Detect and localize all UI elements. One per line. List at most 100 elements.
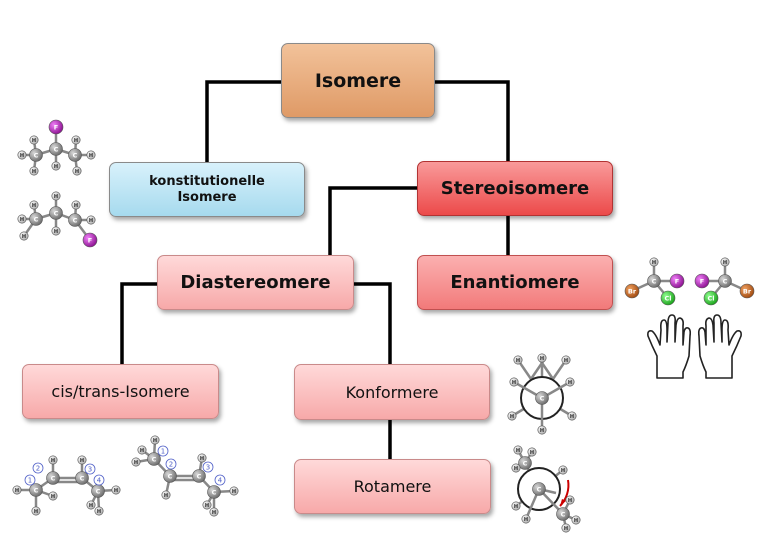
hydrogen-atom — [513, 355, 523, 365]
carbon-number-label: 1 — [161, 448, 165, 456]
carbon-atom-label: C — [51, 475, 56, 483]
chirality-hands — [647, 314, 742, 379]
chlorine-atom — [703, 290, 719, 306]
node-konformere-label: Konformere — [345, 382, 439, 402]
fluorine-atom — [82, 232, 98, 248]
hydrogen-atom — [19, 231, 29, 241]
carbon-atom — [535, 391, 549, 405]
carbon-atom — [46, 471, 60, 485]
carbon-atom — [49, 206, 63, 220]
connector-isomere-konstitutionelle — [205, 80, 281, 162]
rotation-arrowhead-icon — [560, 499, 566, 506]
connector-isomere-stereoisomere — [435, 80, 510, 161]
node-rotamere[interactable]: Rotamere — [294, 459, 491, 514]
carbon-atom-label: C — [73, 217, 78, 225]
hydrogen-atom-label: H — [54, 194, 58, 200]
hydrogen-atom-label: H — [510, 414, 514, 420]
carbon-atom — [68, 148, 82, 162]
carbon-atom-label: C — [561, 511, 566, 519]
carbon-atom — [29, 148, 43, 162]
hydrogen-atom — [48, 491, 58, 501]
carbon-atom — [29, 483, 43, 497]
hydrogen-atom — [565, 377, 575, 387]
fluorine-atom-label: F — [700, 278, 704, 286]
hydrogen-atom-label: H — [574, 518, 578, 524]
carbon-atom-label: C — [652, 278, 657, 286]
hydrogen-atom — [17, 214, 27, 224]
hydrogen-atom-label: H — [89, 503, 93, 509]
fluorine-atom-label: F — [88, 237, 92, 245]
carbon-atom-label: C — [197, 473, 202, 481]
hydrogen-atom — [507, 411, 517, 421]
connectors — [120, 80, 510, 459]
carbon-number-label: 1 — [28, 477, 32, 485]
carbon-atom — [29, 212, 43, 226]
carbon-atom-label: C — [80, 475, 85, 483]
node-stereoisomere[interactable]: Stereoisomere — [417, 161, 613, 216]
hydrogen-atom-label: H — [570, 414, 574, 420]
carbon-atom-label: C — [54, 146, 59, 154]
hydrogen-atom-label: H — [512, 380, 516, 386]
carbon-atom-label: C — [34, 487, 39, 495]
fluorine-atom — [694, 273, 710, 289]
hydrogen-atom — [86, 150, 96, 160]
hydrogen-atom — [521, 514, 531, 524]
hydrogen-atom-label: H — [516, 448, 520, 454]
carbon-atom-label: C — [34, 216, 39, 224]
carbon-atom — [518, 456, 532, 470]
carbon-number-ring — [157, 445, 169, 457]
hydrogen-atom — [17, 150, 27, 160]
carbon-atom — [163, 469, 177, 483]
hydrogen-atom-label: H — [20, 153, 24, 159]
hydrogen-atom — [71, 135, 81, 145]
hydrogen-atom — [29, 135, 39, 145]
chlorine-atom — [660, 290, 676, 306]
hydrogen-atom — [197, 453, 207, 463]
hydrogen-atom — [161, 490, 171, 500]
hydrogen-atom-label: H — [54, 164, 58, 170]
hydrogen-atom — [150, 435, 160, 445]
connector-diastereomere-cis-trans — [120, 282, 157, 364]
hydrogen-atom — [48, 455, 58, 465]
carbon-number-label: 4 — [97, 477, 102, 485]
hydrogen-atom-label: H — [568, 380, 572, 386]
hydrogen-atom-label: H — [561, 468, 565, 474]
node-konstitutionelle-isomere[interactable]: konstitutionelle Isomere — [109, 162, 305, 217]
carbon-atom — [49, 142, 63, 156]
hydrogen-atom-label: H — [15, 488, 19, 494]
hydrogen-atom-label: H — [97, 509, 101, 515]
hydrogen-atom — [51, 226, 61, 236]
hydrogen-atom-label: H — [200, 456, 204, 462]
carbon-atom-label: C — [152, 456, 157, 464]
fluorine-atom — [669, 273, 685, 289]
hydrogen-atom-label: H — [232, 489, 236, 495]
bromine-atom — [739, 283, 755, 299]
hydrogen-atom — [513, 445, 523, 455]
hydrogen-atom-label: H — [723, 260, 727, 266]
hydrogen-atom — [51, 191, 61, 201]
node-konformere[interactable]: Konformere — [294, 364, 490, 420]
chlorine-atom-label: Cl — [708, 295, 715, 303]
hydrogen-atom — [77, 455, 87, 465]
hydrogen-atom — [511, 463, 521, 473]
hydrogen-atom-label: H — [514, 466, 518, 472]
node-isomere[interactable]: Isomere — [281, 43, 435, 118]
hydrogen-atom — [649, 257, 659, 267]
hydrogen-atom — [86, 215, 96, 225]
carbon-number-label: 4 — [218, 477, 223, 485]
carbon-atom — [147, 452, 161, 466]
hydrogen-atom — [29, 166, 39, 176]
node-cis-trans-isomere[interactable]: cis/trans-Isomere — [22, 364, 219, 419]
node-diastereomere[interactable]: Diastereomere — [157, 255, 354, 310]
carbon-atom-label: C — [212, 489, 217, 497]
fluorine-atom-label: F — [54, 124, 58, 132]
bromine-atom-label: Br — [743, 288, 752, 296]
hydrogen-atom — [509, 377, 519, 387]
left-hand-icon — [647, 314, 692, 379]
node-enantiomere[interactable]: Enantiomere — [417, 255, 613, 310]
hydrogen-atom — [131, 457, 141, 467]
hydrogen-atom-label: H — [89, 218, 93, 224]
carbon-atom — [207, 485, 221, 499]
